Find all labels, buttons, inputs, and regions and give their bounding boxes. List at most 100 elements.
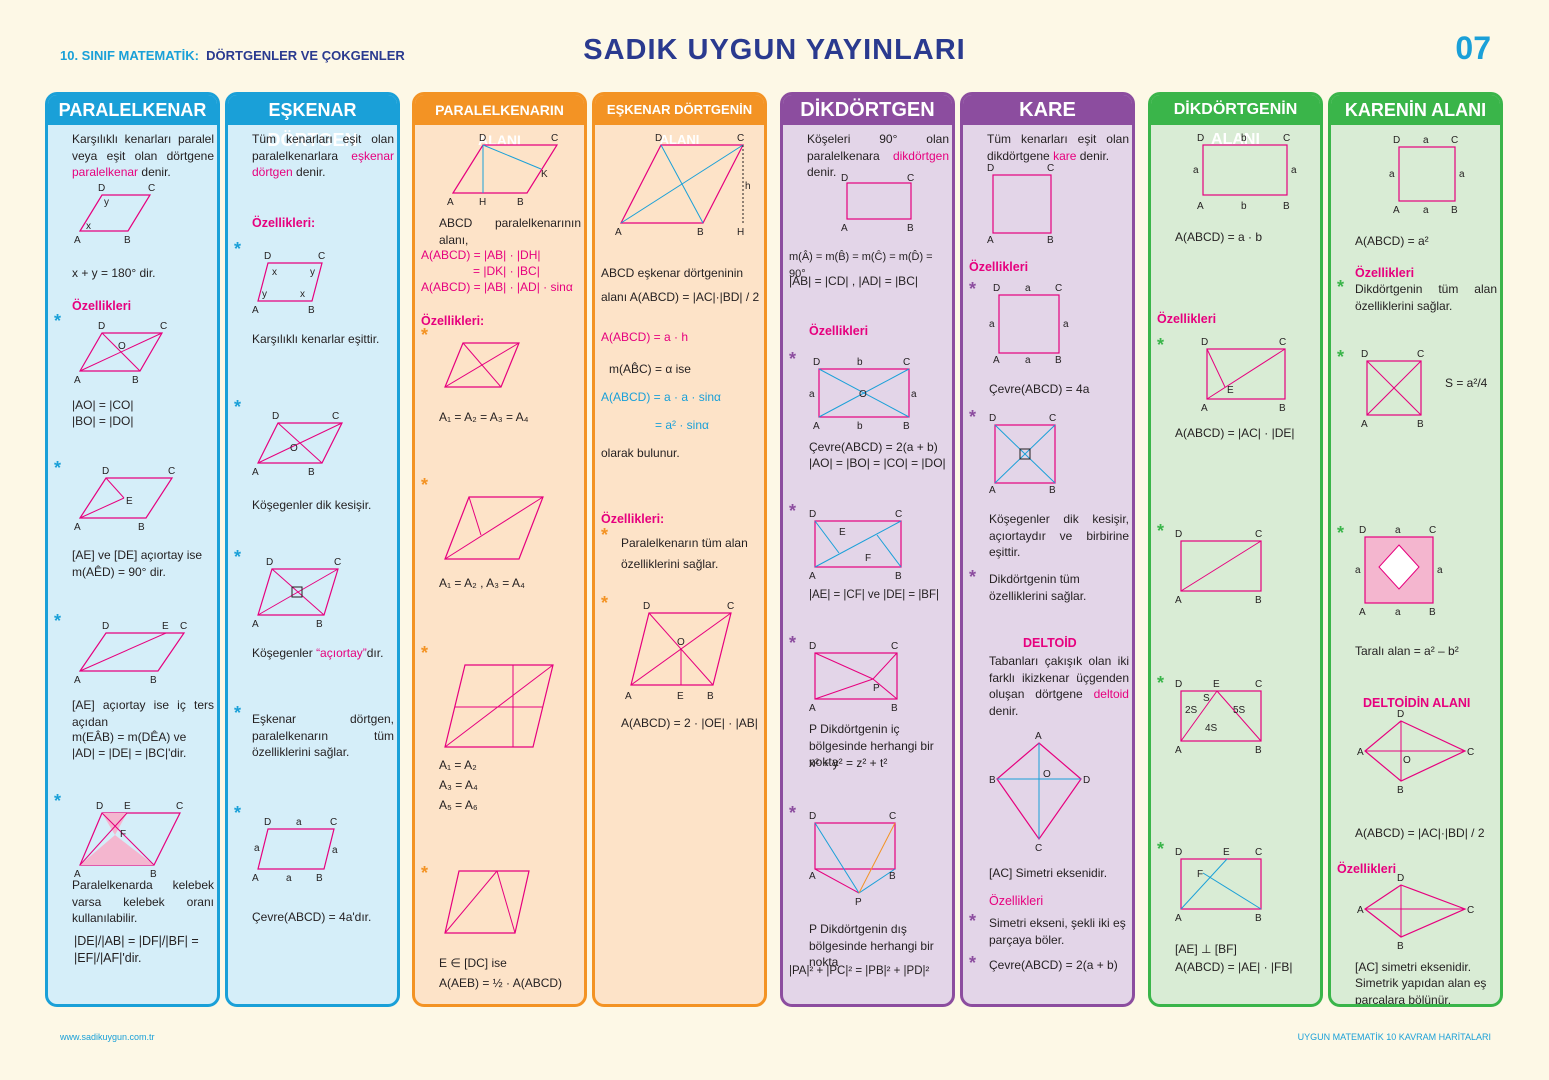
svg-text:B: B	[150, 869, 157, 880]
svg-text:D: D	[1175, 847, 1182, 858]
quarter-area: S = a²/4	[1445, 376, 1488, 390]
svg-text:B: B	[903, 421, 910, 432]
perpendicular-condition: [AE] ⊥ [BF]	[1175, 942, 1237, 956]
svg-text:P: P	[873, 683, 880, 694]
prop-lengths: |AD| = |DE| = |BC|'dir.	[72, 746, 187, 760]
svg-text:O: O	[1043, 769, 1051, 780]
svg-text:C: C	[1429, 525, 1436, 536]
svg-text:C: C	[332, 411, 339, 422]
svg-text:B: B	[697, 227, 704, 238]
svg-text:E: E	[677, 691, 684, 702]
svg-text:D: D	[987, 163, 994, 174]
interior-point: P Dikdörtgenin iç bölgesinde herhangi bi…	[809, 722, 934, 769]
svg-text:y: y	[104, 197, 109, 208]
prop-general: Dikdörtgenin tüm alan özelliklerini sağl…	[1355, 282, 1497, 313]
svg-text:B: B	[895, 571, 902, 582]
perimeter: Çevre(ABCD) = 4a	[989, 382, 1090, 396]
svg-text:B: B	[1397, 785, 1404, 796]
star-icon: *	[54, 458, 62, 478]
svg-text:C: C	[1255, 529, 1262, 540]
area-formula-3: A(ABCD) = |AB| · |AD| · sinα	[421, 280, 573, 294]
svg-text:O: O	[1403, 755, 1411, 766]
svg-text:D: D	[841, 173, 848, 184]
svg-text:A: A	[252, 467, 259, 478]
svg-text:D: D	[1197, 133, 1204, 144]
svg-text:a: a	[911, 389, 917, 400]
svg-text:B: B	[138, 522, 145, 533]
svg-text:B: B	[1055, 355, 1062, 366]
star-icon: *	[234, 547, 242, 567]
svg-text:C: C	[1035, 843, 1042, 854]
svg-text:a: a	[1063, 319, 1069, 330]
svg-text:H: H	[737, 227, 744, 238]
svg-text:C: C	[160, 321, 167, 332]
svg-text:C: C	[727, 601, 734, 612]
svg-text:A: A	[1393, 205, 1400, 216]
svg-text:F: F	[120, 829, 126, 840]
svg-text:H: H	[479, 197, 486, 208]
svg-text:C: C	[1467, 905, 1474, 916]
svg-text:A: A	[987, 235, 994, 246]
svg-text:B: B	[517, 197, 524, 208]
svg-text:a: a	[1355, 565, 1361, 576]
svg-text:A: A	[1361, 419, 1368, 430]
svg-text:a: a	[1459, 169, 1465, 180]
website: www.sadikuygun.com.tr	[60, 1032, 155, 1042]
svg-text:b: b	[857, 421, 863, 432]
deltoid-equal-parts: Simetrik yapıdan alan eş parçalara bölün…	[1355, 976, 1487, 1007]
star-icon: *	[601, 593, 609, 613]
svg-text:A: A	[1175, 745, 1182, 756]
deltoid-properties-heading: Özellikleri	[1337, 862, 1397, 876]
deltoid-area-heading: DELTOİDİN ALANI	[1363, 696, 1471, 710]
svg-text:b: b	[1241, 201, 1247, 212]
area-sin-2: = a² · sinα	[655, 418, 709, 432]
svg-text:h: h	[745, 181, 751, 192]
svg-text:C: C	[1047, 163, 1054, 174]
svg-text:x: x	[272, 267, 277, 278]
svg-text:B: B	[1049, 485, 1056, 496]
svg-text:C: C	[334, 557, 341, 568]
svg-text:B: B	[1255, 745, 1262, 756]
star-icon: *	[789, 633, 797, 653]
star-icon: *	[234, 397, 242, 417]
svg-text:A: A	[252, 619, 259, 630]
prop-general: Eşkenar dörtgen, paralelkenarın tüm özel…	[252, 712, 394, 759]
svg-text:a: a	[1423, 205, 1429, 216]
svg-text:O: O	[859, 389, 867, 400]
properties-heading: Özellikleri	[72, 299, 132, 313]
area-rule-4a: E ∈ [DC] ise	[439, 956, 507, 970]
svg-text:B: B	[907, 223, 914, 234]
svg-text:A: A	[625, 691, 632, 702]
svg-text:D: D	[264, 251, 271, 262]
svg-text:a: a	[1437, 565, 1443, 576]
diagonal-equality: |AO| = |BO| = |CO| = |DO|	[809, 456, 946, 470]
svg-text:B: B	[1255, 913, 1262, 924]
svg-text:y: y	[262, 289, 267, 300]
svg-text:P: P	[855, 897, 862, 908]
svg-text:D: D	[102, 621, 109, 632]
svg-text:C: C	[895, 509, 902, 520]
deltoid-heading: DELTOİD	[1023, 636, 1077, 650]
svg-text:E: E	[1213, 679, 1220, 690]
svg-text:D: D	[102, 466, 109, 477]
svg-text:C: C	[168, 466, 175, 477]
svg-text:C: C	[1279, 337, 1286, 348]
svg-text:A: A	[813, 421, 820, 432]
svg-text:a: a	[1025, 355, 1031, 366]
svg-text:a: a	[332, 845, 338, 856]
exterior-formula: |PA|² + |PC|² = |PB|² + |PD|²	[789, 965, 930, 977]
star-icon: *	[789, 349, 797, 369]
svg-text:A: A	[993, 355, 1000, 366]
conclusion: olarak bulunur.	[601, 446, 680, 460]
svg-text:b: b	[1241, 133, 1247, 144]
svg-text:A: A	[615, 227, 622, 238]
svg-text:A: A	[1201, 403, 1208, 414]
